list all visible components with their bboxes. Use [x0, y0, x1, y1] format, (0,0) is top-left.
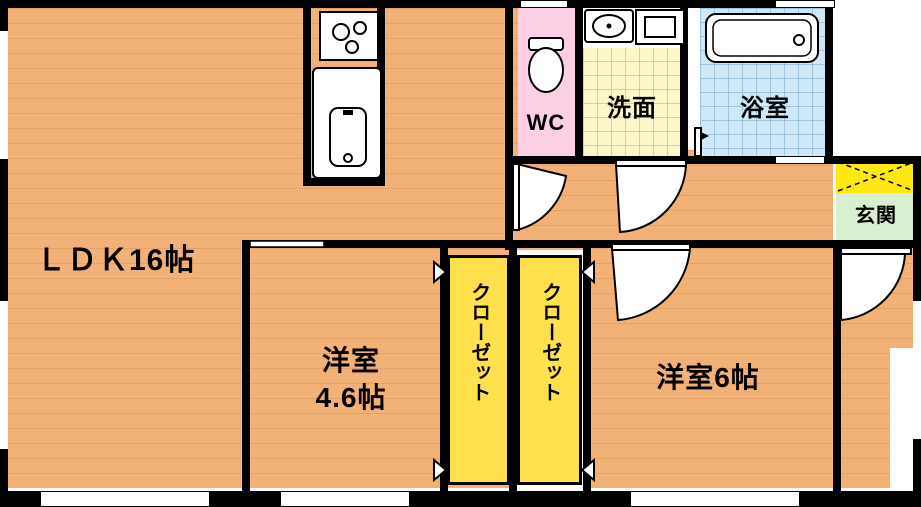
wall-washroom-right: [680, 0, 688, 164]
label-washitsu-size: 4.6帖: [315, 382, 387, 413]
wall-washitsu-right: [440, 248, 448, 491]
window-top-wc: [520, 0, 568, 8]
closet-left: クローゼット: [447, 255, 510, 485]
wall-kitchen-stub: [303, 0, 311, 186]
closet-left-label: クローゼット: [467, 282, 490, 402]
wall-yoshitsu-right: [833, 248, 841, 491]
window-top-bath: [775, 0, 835, 8]
window-bottom-2: [280, 491, 410, 507]
wall-ldk-bottom-divider: [242, 240, 513, 248]
wall-outer-right-upper: [825, 0, 833, 164]
washroom-top: [583, 8, 680, 48]
washroom-floor: [583, 47, 680, 164]
label-wc: WC: [526, 110, 566, 135]
wall-wc-bottom: [513, 156, 583, 164]
hall-floor: [513, 150, 833, 250]
wall-wc-right: [575, 0, 583, 164]
wall-kitchen-stub-right: [377, 0, 385, 186]
wall-outer-top-mid: [513, 0, 833, 8]
closet-right: クローゼット: [517, 255, 582, 485]
window-left-2: [0, 300, 8, 450]
label-washroom: 洗面: [607, 95, 657, 122]
label-washitsu: 洋室: [321, 345, 380, 376]
wall-washroom-bottom: [583, 156, 688, 164]
wall-kitchen-stub-bottom: [303, 178, 385, 186]
window-left-1: [0, 30, 8, 160]
label-ldk: ＬＤＫ16帖: [36, 244, 196, 277]
window-bottom-3: [630, 491, 800, 507]
wall-closet-right: [583, 248, 591, 491]
wall-washitsu-left: [242, 240, 250, 491]
label-genkan: 玄関: [855, 205, 897, 227]
wall-between-closets: [509, 248, 517, 491]
label-yoshitsu6: 洋室6帖: [656, 362, 760, 393]
window-bath-lower: [775, 156, 825, 164]
wall-genkan-top: [829, 156, 921, 164]
bath-floor: [700, 8, 831, 164]
closet-right-label: クローゼット: [538, 282, 561, 402]
label-bath: 浴室: [740, 95, 790, 122]
genkan-step: [836, 193, 916, 248]
genkan-tile: [836, 160, 916, 193]
window-right: [913, 300, 921, 440]
wall-outer-left: [0, 0, 8, 507]
wall-outer-top-left: [0, 0, 521, 8]
washitsu-floor: [250, 248, 440, 488]
wall-bath-bottom: [688, 156, 833, 164]
wall-ldk-right: [505, 0, 513, 250]
entry-corridor-floor: [833, 248, 913, 348]
wall-hall-bottom: [513, 240, 921, 248]
window-bottom-1: [40, 491, 210, 507]
